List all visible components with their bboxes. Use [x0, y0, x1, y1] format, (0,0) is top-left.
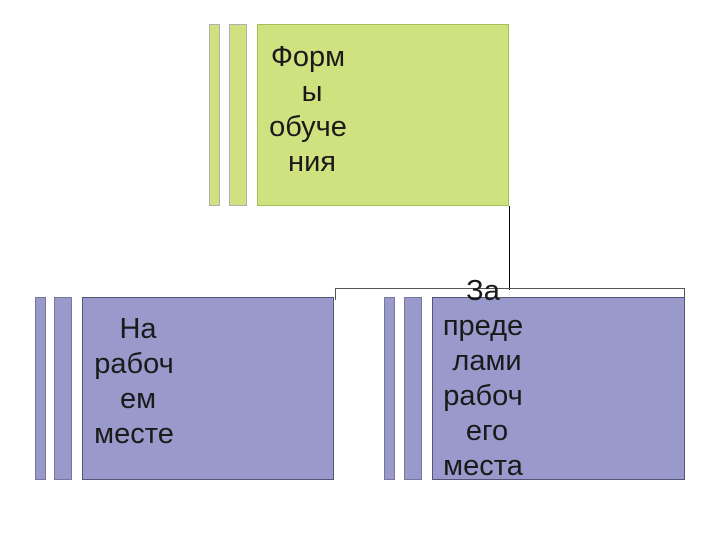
- child1-node-box[interactable]: [82, 297, 334, 480]
- root-stripe-2: [229, 24, 247, 206]
- child1-node-label: На рабоч ем месте: [94, 313, 174, 450]
- child1-stripe-1: [35, 297, 46, 480]
- child2-node-label: За преде лами рабоч его места: [442, 275, 524, 482]
- connector-bracket: [335, 288, 685, 300]
- connector-vertical: [509, 206, 510, 290]
- child2-stripe-2: [404, 297, 422, 480]
- child2-node-box[interactable]: [432, 297, 685, 480]
- root-node-box[interactable]: [257, 24, 509, 206]
- root-stripe-1: [209, 24, 220, 206]
- child1-stripe-2: [54, 297, 72, 480]
- child2-stripe-1: [384, 297, 395, 480]
- root-node-label: Форм ы обуче ния: [269, 41, 347, 178]
